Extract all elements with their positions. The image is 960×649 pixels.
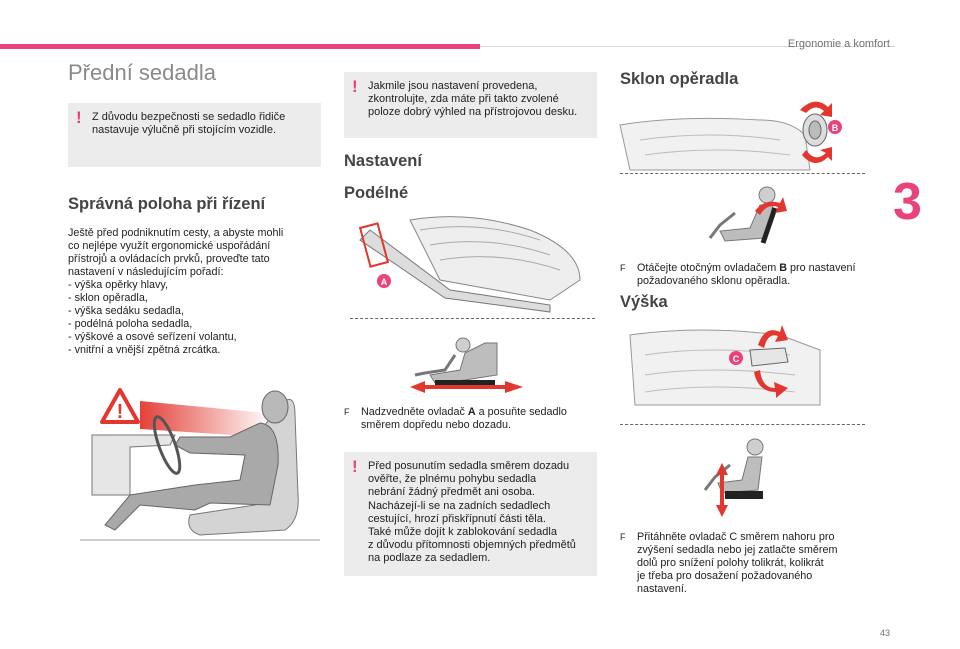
height-adjustment-pictogram <box>703 438 764 517</box>
callout-b-badge <box>828 120 842 134</box>
section-heading-backrest-tilt: Sklon opěradla <box>620 70 739 88</box>
section-heading-settings: Nastavení <box>344 152 422 170</box>
rotation-arrow-icon <box>800 101 832 117</box>
lift-arrow-up-icon <box>758 325 788 348</box>
rail-lever-highlight <box>358 222 390 268</box>
callout-a-badge <box>377 274 391 288</box>
list-item: - výška opěrky hlavy, <box>68 279 169 291</box>
warning-text: Z důvodu bezpečnosti se sedadlo řidiče n… <box>92 111 286 136</box>
callout-c-badge <box>729 351 743 365</box>
backrest-knob-illustration: B <box>619 101 842 171</box>
page-title: Přední sedadla <box>68 60 216 85</box>
visibility-warning-box: ! Jakmile jsou nastavení provedena, zkon… <box>344 72 597 138</box>
divider-dashed <box>620 424 865 425</box>
warning-exclamation-icon: ! <box>352 77 358 96</box>
callout-b-label: B <box>832 123 839 133</box>
subheading-longitudinal: Podélné <box>344 184 409 202</box>
driver-posture-illustration: ! <box>80 388 320 541</box>
callout-a-label: A <box>381 277 388 287</box>
double-arrow-horizontal-icon <box>410 381 523 393</box>
intro-paragraph: Ještě před podniknutím cesty, a abyste m… <box>68 227 283 357</box>
backrest-tilt-pictogram <box>708 186 787 244</box>
chapter-number: 3 <box>893 173 922 231</box>
warning-text: Jakmile jsou nastavení provedena, zkontr… <box>368 80 578 118</box>
intro-line: co nejlépe využít ergonomické uspořádání <box>68 240 271 252</box>
intro-line: nastavení v následujícím pořadí: <box>68 266 224 278</box>
rear-space-warning-box: ! Před posunutím sedadla směrem dozadu o… <box>344 452 597 576</box>
callout-c-label: C <box>733 354 740 364</box>
bullet-arrow-icon: F <box>620 263 626 273</box>
warning-exclamation-icon: ! <box>76 108 82 127</box>
height-lever-illustration: C <box>629 325 821 406</box>
divider-dashed <box>350 318 595 319</box>
intro-line: přístrojů a ovládacích prvků, proveďte t… <box>68 253 270 265</box>
instruction-height: F Přitáhněte ovladač C směrem nahoru pro… <box>620 531 838 595</box>
tilt-arrow-icon <box>755 197 787 215</box>
warning-exclamation-icon: ! <box>352 457 358 476</box>
sightline-beam <box>140 401 265 437</box>
vertical-double-arrow-icon <box>716 463 728 517</box>
intro-line: Ještě před podniknutím cesty, a abyste m… <box>68 227 284 239</box>
list-item: - sklon opěradla, <box>68 292 148 304</box>
list-item: - podélná poloha sedadla, <box>68 318 193 330</box>
warning-triangle-icon <box>100 388 140 424</box>
instruction-backrest: F Otáčejte otočným ovladačem B pro nasta… <box>620 262 856 287</box>
divider-dashed <box>620 173 865 174</box>
bullet-arrow-icon: F <box>344 407 350 417</box>
lift-arrow-down-icon <box>754 370 788 398</box>
svg-text:!: ! <box>117 401 124 423</box>
header-rule <box>480 46 895 47</box>
instruction-longitudinal: F Nadzvedněte ovladač A a posuňte sedadl… <box>344 406 567 431</box>
header-accent-bar <box>0 44 480 49</box>
page-number: 43 <box>880 628 891 638</box>
bullet-arrow-icon: F <box>620 532 626 542</box>
section-heading-height: Výška <box>620 293 668 311</box>
longitudinal-adjustment-pictogram <box>410 337 523 393</box>
section-heading-driving-position: Správná poloha při řízení <box>68 195 266 213</box>
safety-warning-box: ! Z důvodu bezpečnosti se sedadlo řidiče… <box>68 103 321 167</box>
rotation-arrow-icon <box>802 147 832 164</box>
list-item: - vnitřní a vnější zpětná zrcátka. <box>68 344 221 356</box>
seat-rail-illustration: A <box>358 216 581 313</box>
section-title: Ergonomie a komfort <box>787 38 890 50</box>
list-item: - výškové a osové seřízení volantu, <box>68 331 237 343</box>
list-item: - výška sedáku sedadla, <box>68 305 184 317</box>
